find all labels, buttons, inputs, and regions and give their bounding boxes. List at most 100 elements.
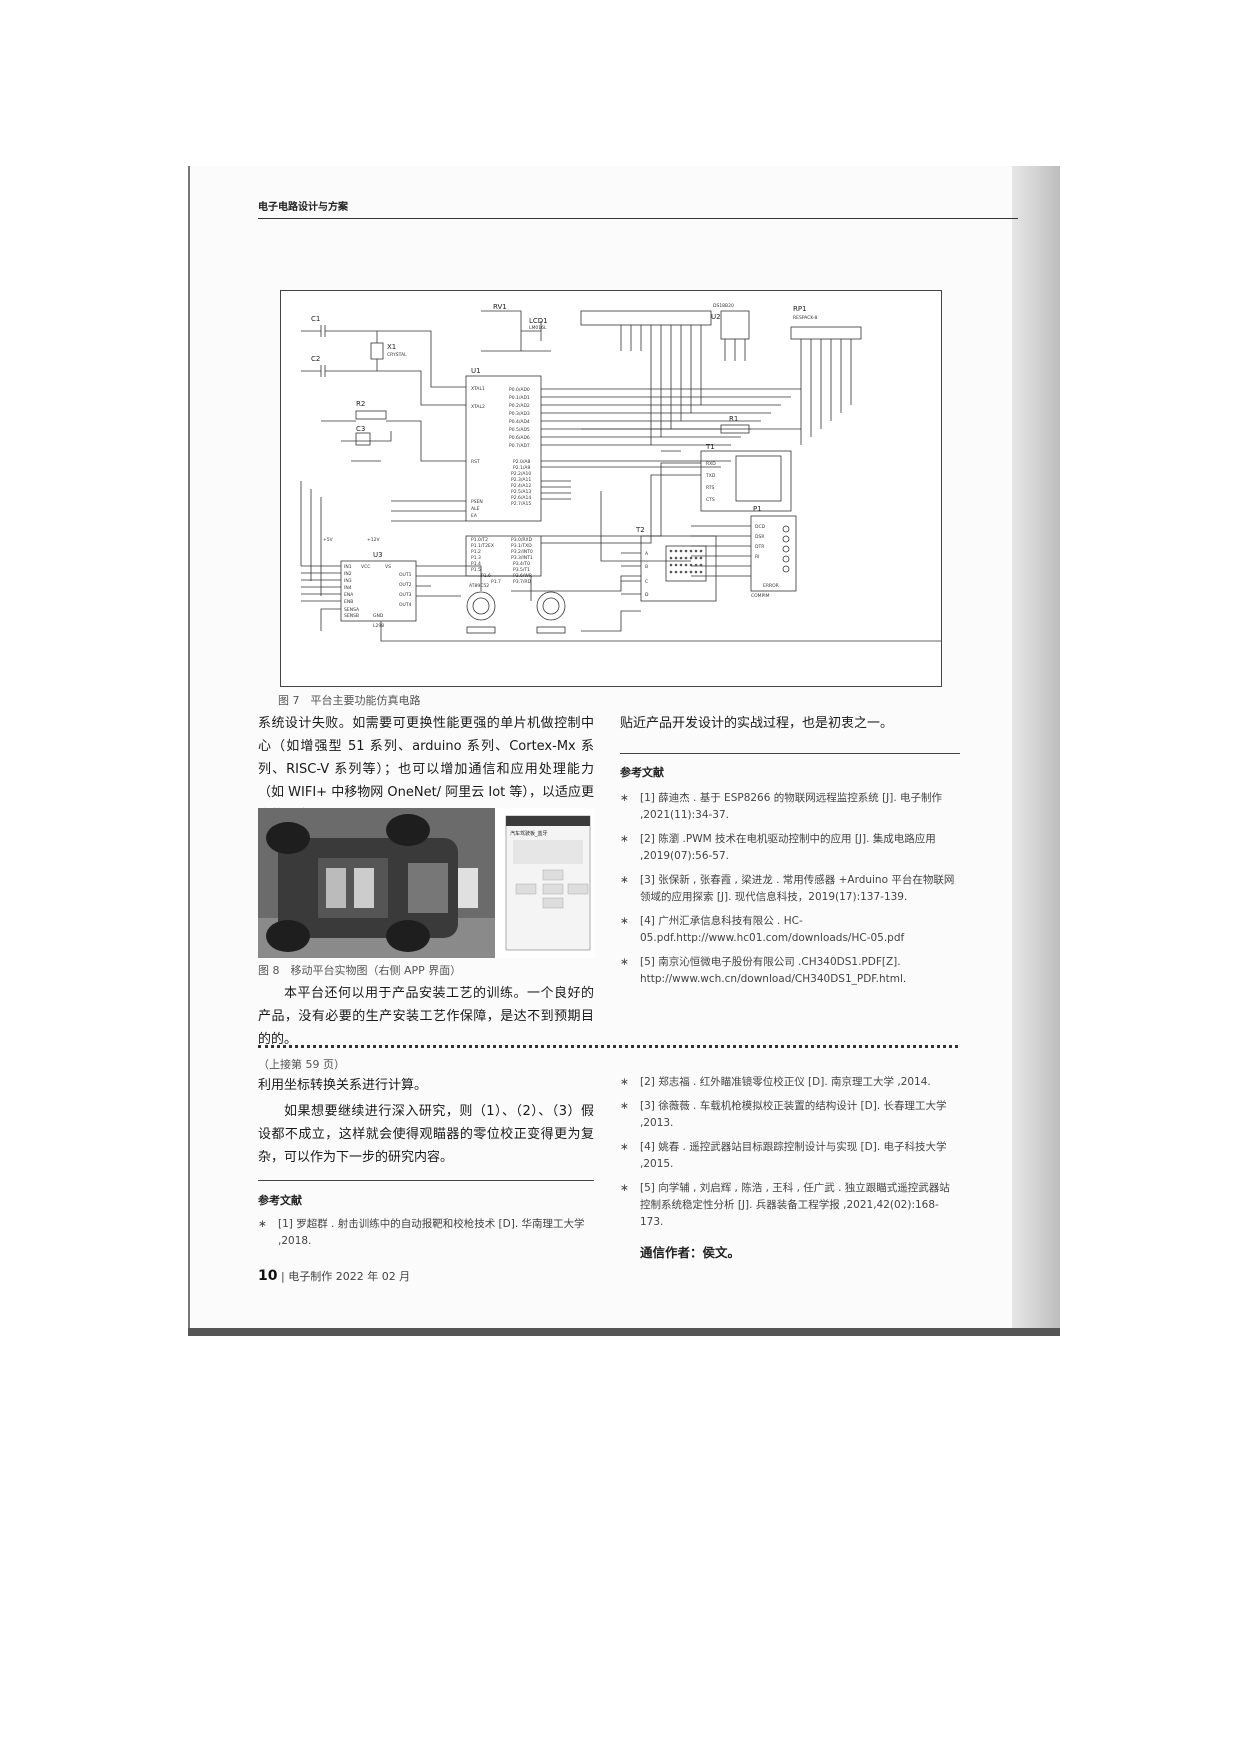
- label-enb: ENB: [344, 599, 353, 605]
- label-crystal: CRYSTAL: [387, 352, 407, 358]
- label-out1: OUT1: [399, 572, 412, 578]
- reference-item: ∗[2] 郑志福 . 红外瞄准镜零位校正仪 [D]. 南京理工大学 ,2014.: [620, 1076, 931, 1088]
- schematic-svg: C1 C2 X1 CRYSTAL R2 C3 RV1 LCD1 LM016L U…: [300, 303, 941, 642]
- page-left-edge: [188, 166, 190, 1334]
- label-rv1: RV1: [493, 303, 507, 311]
- label-ea: EA: [471, 513, 478, 519]
- continued-note: （上接第 59 页）: [258, 1058, 345, 1071]
- label-rp1: RP1: [793, 305, 807, 313]
- label-rxd: RXD: [706, 461, 716, 467]
- label-dsr: DSR: [755, 534, 764, 540]
- label-p12: P1.2: [471, 549, 481, 555]
- label-p24: P2.4/A12: [511, 483, 531, 489]
- app-stop-button: [542, 883, 564, 895]
- page-footer: 10 | 电子制作 2022 年 02 月: [258, 1268, 410, 1284]
- label-p33: P3.3/INT1: [511, 555, 533, 561]
- wheel-rear-left: [266, 920, 310, 952]
- label-p25: P2.5/A13: [511, 489, 531, 495]
- label-p31: P3.1/TXD: [511, 543, 532, 549]
- label-p32: P3.2/INT0: [511, 549, 533, 555]
- battery-pack: [408, 863, 448, 913]
- section-separator: [258, 1045, 958, 1048]
- label-u3: U3: [373, 551, 383, 559]
- references-bottom-left-list: ∗[1] 罗超群 . 射击训练中的自动报靶和校枪技术 [D]. 华南理工大学 ,…: [258, 1216, 594, 1257]
- c2-symbol: [301, 365, 371, 377]
- reference-item: ∗[4] 姚春 . 遥控武器站目标跟踪控制设计与实现 [D]. 电子科技大学 ,…: [620, 1141, 947, 1170]
- reference-item: ∗[5] 南京沁恒微电子股份有限公司 .CH340DS1.PDF[Z]. htt…: [620, 956, 907, 985]
- app-back-button: [542, 897, 564, 909]
- label-vcc: VCC: [361, 564, 370, 570]
- reference-item: ∗[3] 徐薇薇 . 车载机枪模拟校正装置的结构设计 [D]. 长春理工大学 ,…: [620, 1100, 947, 1129]
- label-p35: P3.5/T1: [513, 567, 530, 573]
- label-out2: OUT2: [399, 582, 412, 588]
- label-r2: R2: [356, 400, 365, 408]
- page-spine-shadow: [1012, 166, 1060, 1334]
- wheel-front-left: [266, 822, 310, 854]
- label-error: ERROR: [763, 583, 779, 589]
- references-top-title: 参考文献: [620, 766, 664, 779]
- label-vs: VS: [385, 564, 391, 570]
- label-xtal2: XTAL2: [471, 404, 485, 410]
- photo-svg: 汽车驾驶板_蓝牙: [258, 808, 595, 958]
- figure-7-schematic: C1 C2 X1 CRYSTAL R2 C3 RV1 LCD1 LM016L U…: [280, 290, 942, 687]
- label-c: C: [645, 579, 648, 585]
- app-forward-button: [542, 869, 564, 881]
- label-sensb: SENSB: [344, 613, 359, 619]
- motor-1-label: [466, 626, 496, 634]
- label-p16: P1.6: [481, 573, 491, 579]
- label-ri: RI: [755, 554, 759, 560]
- page-number: 10: [258, 1268, 278, 1284]
- motor-2: [536, 591, 566, 621]
- label-out3: OUT3: [399, 592, 412, 598]
- x1-symbol: [370, 342, 384, 360]
- label-in2: IN2: [344, 571, 352, 577]
- label-p11: P1.1/T2EX: [471, 543, 494, 549]
- references-rule-top: [620, 753, 960, 754]
- label-p01: P0.1/AD1: [509, 395, 530, 401]
- c1-symbol: [301, 325, 371, 337]
- label-r1: R1: [729, 415, 738, 423]
- label-c2: C2: [311, 355, 320, 363]
- label-t2: T2: [635, 526, 645, 534]
- label-ds18b20: DS18B20: [713, 303, 734, 309]
- left-paragraph-2: 本平台还何以用于产品安装工艺的训练。一个良好的产品，没有必要的生产安装工艺作保障…: [258, 986, 594, 1047]
- lcd-module: [458, 868, 478, 908]
- label-p07: P0.7/AD7: [509, 443, 530, 449]
- header-rule: [258, 218, 1018, 219]
- references-top-list: ∗[1] 薛迪杰 . 基于 ESP8266 的物联网远程监控系统 [J]. 电子…: [620, 790, 960, 995]
- author-line: 通信作者：侯文。: [640, 1245, 741, 1260]
- reference-item: ∗[1] 罗超群 . 射击训练中的自动报靶和校枪技术 [D]. 华南理工大学 ,…: [258, 1218, 585, 1247]
- reference-item: ∗[2] 陈瀏 .PWM 技术在电机驱动控制中的应用 [J]. 集成电路应用 ,…: [620, 833, 936, 862]
- motor-2-label: [536, 626, 566, 634]
- label-p15: P1.5: [471, 567, 481, 573]
- label-in3: IN3: [344, 578, 352, 584]
- issue-date: 2022 年 02 月: [335, 1270, 411, 1283]
- label-b: B: [645, 564, 648, 570]
- reference-item: ∗[3] 张保新 , 张春霞 , 梁进龙 . 常用传感器 +Arduino 平台…: [620, 874, 955, 903]
- label-p14: P1.4: [471, 561, 481, 567]
- t1-box: [700, 450, 792, 512]
- r2-symbol: [355, 410, 387, 420]
- label-p05: P0.5/AD5: [509, 427, 530, 433]
- p1-box: [750, 515, 797, 592]
- label-p26: P2.6/A14: [511, 495, 531, 501]
- reference-item: ∗[4] 广州汇承信息科技有限公 . HC-05.pdf.http://www.…: [620, 915, 905, 944]
- label-p36: P3.6/WR: [513, 573, 532, 579]
- rp1-box: [790, 326, 862, 340]
- reference-item: ∗[5] 向学辅 , 刘启辉 , 陈浩 , 王科 , 任广武 . 独立跟瞄式遥控…: [620, 1182, 950, 1228]
- label-a: A: [645, 551, 649, 557]
- label-p04: P0.4/AD4: [509, 419, 530, 425]
- label-p10: P1.0/T2: [471, 537, 488, 543]
- label-in4: IN4: [344, 585, 352, 591]
- figure-8-photo: 汽车驾驶板_蓝牙: [258, 808, 595, 958]
- label-p02: P0.2/AD2: [509, 403, 530, 409]
- label-p06: P0.6/AD6: [509, 435, 530, 441]
- u3-box: [340, 560, 417, 622]
- label-c1: C1: [311, 315, 320, 323]
- c3-symbol: [355, 432, 371, 446]
- figure-7-caption: 图 7 平台主要功能仿真电路: [278, 694, 421, 707]
- label-vcc5: +5V: [323, 537, 334, 543]
- label-p37: P3.7/RD: [513, 579, 532, 585]
- app-status-bar: [506, 816, 590, 826]
- label-in1: IN1: [344, 564, 352, 570]
